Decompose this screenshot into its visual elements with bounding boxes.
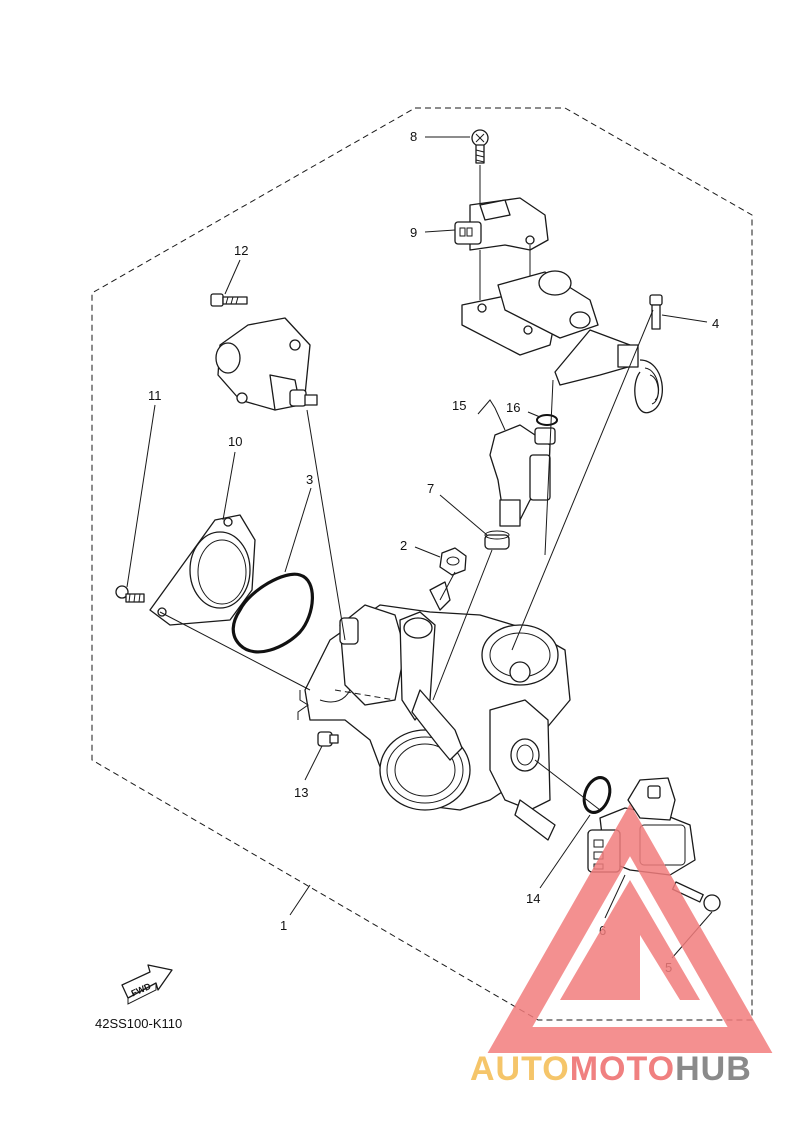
- watermark-logo: [487, 803, 773, 1053]
- callout-11: 11: [148, 388, 162, 403]
- callout-3: 3: [306, 472, 313, 487]
- part-2-nut: [439, 547, 467, 576]
- callout-9: 9: [410, 225, 417, 240]
- watermark-part-auto: AUTO: [470, 1050, 570, 1088]
- callout-12: 12: [234, 243, 248, 258]
- assembly-boundary: [91, 107, 753, 1021]
- part-14-o-ring: [582, 776, 612, 814]
- callout-1: 1: [280, 918, 287, 933]
- part-15-injector: [489, 424, 556, 527]
- fuel-rail-bracket: [461, 270, 663, 414]
- part-1-throttle-body: [304, 581, 571, 841]
- callout-13: 13: [294, 785, 308, 800]
- part-4-bolt: [649, 294, 663, 330]
- diagram-code: 42SS100-K110: [95, 1016, 182, 1031]
- part-3-o-ring: [231, 572, 314, 654]
- callout-2: 2: [400, 538, 407, 553]
- idle-air-control-unit: [215, 317, 318, 411]
- callout-15: 15: [452, 398, 466, 413]
- callout-7: 7: [427, 481, 434, 496]
- callout-16: 16: [506, 400, 520, 415]
- part-8-screw: [471, 129, 489, 164]
- watermark-part-hub: HUB: [675, 1050, 752, 1088]
- callout-14: 14: [526, 891, 540, 906]
- callout-8: 8: [410, 129, 417, 144]
- watermark-part-moto: MOTO: [570, 1050, 675, 1088]
- svg-text:AUTOMOTOHUB: AUTOMOTOHUB: [470, 1050, 752, 1088]
- part-11-screw: [115, 585, 145, 603]
- fwd-arrow-icon: FWD: [121, 964, 173, 1005]
- watermark-text: AUTOMOTOHUB: [470, 1050, 752, 1088]
- callout-10: 10: [228, 434, 242, 449]
- callout-4: 4: [712, 316, 719, 331]
- part-9-sensor: [454, 197, 549, 251]
- part-16-seal: [536, 414, 558, 426]
- part-13-plug: [317, 731, 339, 747]
- part-10-gasket-plate: [149, 514, 256, 626]
- part-7-collar: [484, 530, 510, 550]
- part-12-bolt: [210, 293, 248, 307]
